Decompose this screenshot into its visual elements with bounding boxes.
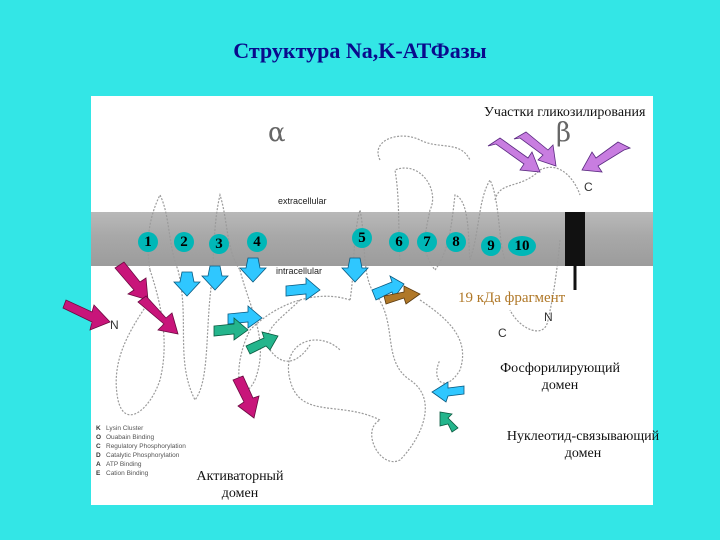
beta-tm-segment [565,212,585,266]
phosphorylating-domain-label: Фосфорилирующий домен [470,360,650,394]
tm-segment-5: 5 [352,228,372,248]
c-terminus-beta: C [584,180,593,194]
extracellular-label: extracellular [278,196,327,206]
cyan-arrow-2 [201,265,229,291]
intracellular-label: intracellular [276,266,323,276]
beta-label: β [556,118,572,148]
tm-segment-7: 7 [417,232,437,252]
glyco-arrow-3 [581,141,632,173]
tm-segment-9: 9 [481,236,501,256]
n-terminus-beta: N [544,310,553,324]
magenta-arrow-4 [232,375,260,419]
tm-segment-4: 4 [247,232,267,252]
cyan-arrow-1 [173,271,201,297]
tm-segment-8: 8 [446,232,466,252]
cyan-arrow-5 [285,277,321,301]
nucleotide-domain-label: Нуклеотид-связывающий домен [478,428,688,462]
tm-segment-6: 6 [389,232,409,252]
cyan-arrow-4 [341,257,369,283]
activator-domain-label: Активаторный домен [176,468,304,502]
nucleotide-line-1: Нуклеотид-связывающий [506,429,660,444]
glyco-arrow-1 [487,137,541,173]
nucleotide-line-2: домен [564,446,602,461]
green-arrows [213,317,459,433]
fragment-arrow [383,285,421,305]
magenta-arrow-2 [62,299,111,331]
magenta-arrow-3 [137,295,179,335]
tm-segment-1: 1 [138,232,158,252]
page-title: Структура Na,K-АТФазы [233,38,487,63]
cyan-arrow-8 [431,381,465,403]
cyan-arrows [173,257,465,403]
c-terminus-alpha: C [498,326,507,340]
green-arrow-1 [213,317,249,341]
magenta-arrow-1 [114,261,149,301]
tm-segment-3: 3 [209,234,229,254]
green-arrow-2 [245,331,279,355]
glycosylation-label: Участки гликозилирования [484,105,646,120]
n-terminus-alpha: N [110,318,119,332]
phosphorylating-line-1: Фосфорилирующий [500,361,620,376]
tm-segment-10: 10 [508,236,536,256]
activator-line-1: Активаторный [196,469,284,484]
tm-segment-2: 2 [174,232,194,252]
cyan-arrow-3 [239,257,267,283]
glycosylation-arrows [487,131,632,173]
activator-line-2: домен [221,486,259,501]
phosphorylating-line-2: домен [541,378,579,393]
alpha-label: α [268,118,286,148]
green-arrow-3 [439,411,459,433]
activator-arrows [62,261,260,419]
glyco-arrow-2 [513,131,557,167]
fragment-label: 19 кДа фрагмент [458,290,566,306]
